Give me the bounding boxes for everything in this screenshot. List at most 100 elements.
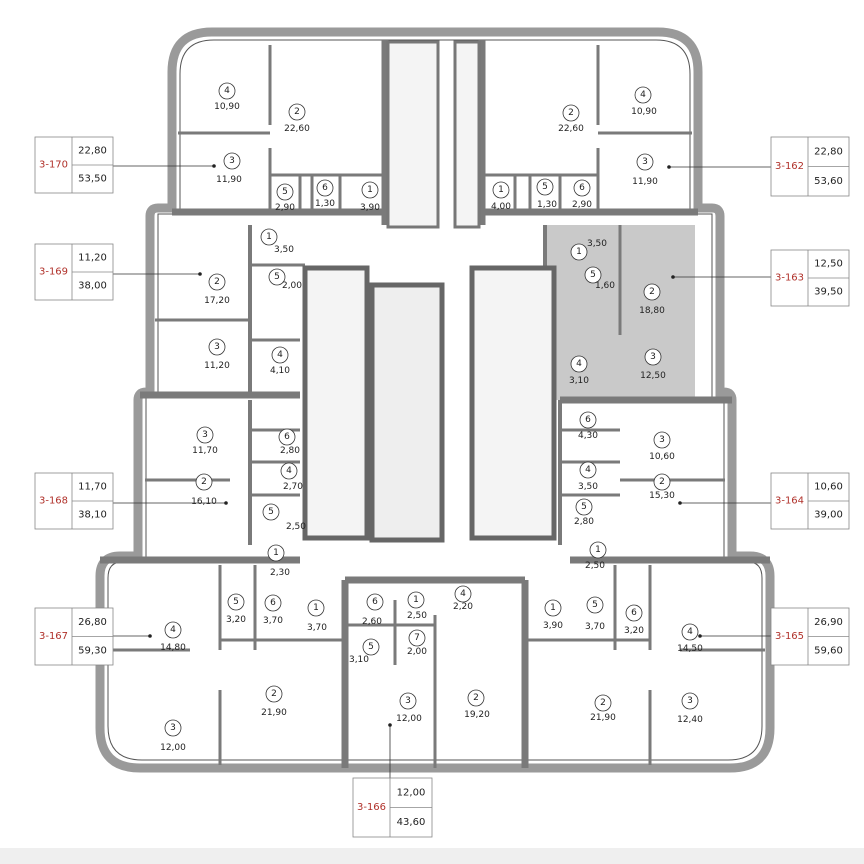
room-number: 3 — [650, 352, 656, 362]
total-area: 53,50 — [78, 174, 107, 185]
outer-wall — [95, 27, 775, 773]
living-area: 10,60 — [814, 482, 843, 493]
room-number-circle — [636, 153, 654, 171]
room-area: 2,70 — [283, 482, 303, 492]
leader-dot — [678, 501, 682, 505]
room-number: 1 — [313, 603, 319, 613]
room-number-circle — [544, 599, 562, 617]
room-area: 11,20 — [204, 361, 230, 371]
room-label: 217,20 — [204, 273, 230, 306]
room-area: 4,30 — [578, 431, 598, 441]
room-area: 4,10 — [270, 366, 290, 376]
room-label: 63,70 — [263, 594, 283, 626]
room-area: 15,30 — [649, 491, 675, 501]
room-number-circle — [278, 428, 296, 446]
room-area: 12,50 — [640, 371, 666, 381]
room-number: 2 — [201, 477, 207, 487]
room-area: 12,00 — [396, 714, 422, 724]
room-number-circle — [653, 473, 671, 491]
unit-id: 3-168 — [39, 496, 68, 507]
room-area: 2,90 — [275, 203, 295, 213]
room-label: 13,70 — [307, 599, 327, 633]
leader-dot — [224, 501, 228, 505]
room-label: 53,10 — [349, 638, 380, 665]
room-number: 5 — [368, 642, 374, 652]
room-label: 410,90 — [631, 86, 657, 117]
room-area: 3,20 — [226, 615, 246, 625]
room-area: 2,80 — [574, 517, 594, 527]
room-number-circle — [399, 692, 417, 710]
room-label: 13,90 — [360, 181, 380, 213]
room-number: 4 — [640, 90, 646, 100]
inner-glazing-line — [107, 39, 763, 761]
room-number-circle — [643, 283, 661, 301]
room-label: 42,70 — [280, 462, 303, 492]
room-number-circle — [227, 593, 245, 611]
room-area: 3,90 — [543, 621, 563, 631]
room-label: 414,50 — [677, 623, 703, 654]
room-number-circle — [260, 228, 278, 246]
room-area: 22,60 — [284, 124, 310, 134]
room-number-circle — [265, 685, 283, 703]
room-number: 4 — [277, 350, 283, 360]
room-area: 10,90 — [631, 107, 657, 117]
room-area: 2,80 — [280, 446, 300, 456]
room-area: 3,10 — [349, 655, 369, 665]
room-area: 3,50 — [274, 245, 294, 255]
leader-dot — [388, 723, 392, 727]
room-number: 2 — [294, 107, 300, 117]
room-area: 18,80 — [639, 306, 665, 316]
room-area: 3,20 — [624, 626, 644, 636]
unit-id: 3-166 — [357, 802, 386, 813]
room-number: 5 — [581, 502, 587, 512]
room-number-circle — [208, 273, 226, 291]
room-number: 2 — [473, 693, 479, 703]
room-number: 6 — [322, 183, 328, 193]
room-area: 2,50 — [286, 522, 306, 532]
stair-left — [302, 265, 370, 541]
room-number: 3 — [214, 342, 220, 352]
room-number: 6 — [579, 183, 585, 193]
room-area: 10,90 — [214, 102, 240, 112]
room-number-circle — [267, 544, 285, 562]
room-area: 14,50 — [677, 644, 703, 654]
room-area: 2,00 — [282, 281, 302, 291]
shaft-top-left — [386, 40, 440, 229]
room-number-circle — [594, 694, 612, 712]
room-number: 1 — [367, 185, 373, 195]
leader-dot — [212, 164, 216, 168]
room-label: 414,80 — [160, 621, 186, 653]
room-number-circle — [268, 268, 286, 286]
room-label: 312,40 — [677, 692, 703, 725]
room-area: 3,10 — [569, 376, 589, 386]
room-area: 4,00 — [491, 202, 511, 212]
room-label: 51,60 — [584, 266, 615, 291]
room-area: 3,70 — [263, 616, 283, 626]
room-number-circle — [653, 431, 671, 449]
room-area: 12,00 — [160, 743, 186, 753]
room-label: 13,50 — [570, 239, 607, 261]
room-number: 4 — [687, 627, 693, 637]
total-area: 39,00 — [814, 510, 843, 521]
room-label: 53,70 — [585, 596, 605, 632]
room-area: 2,20 — [453, 602, 473, 612]
